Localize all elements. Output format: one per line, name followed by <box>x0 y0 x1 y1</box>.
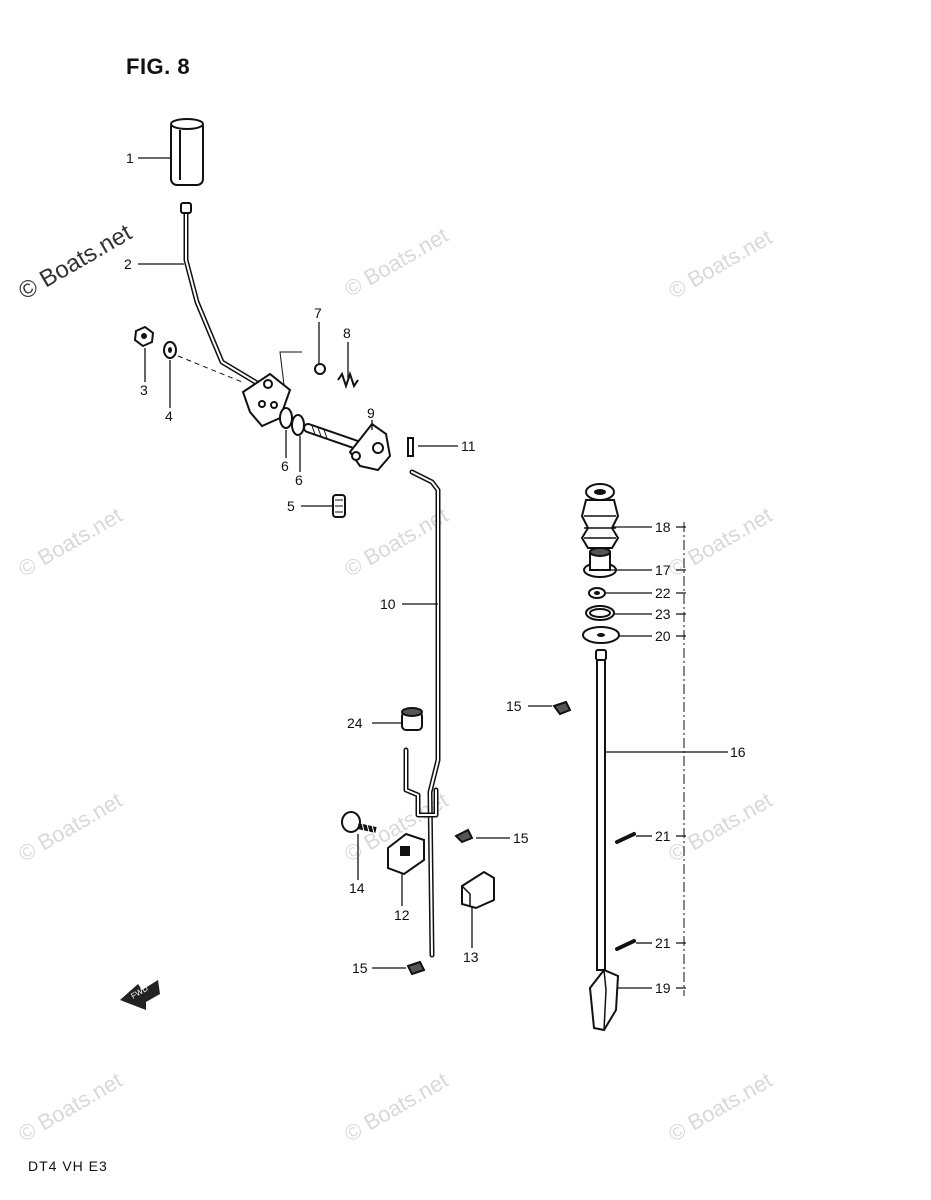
callout-22[interactable]: 22 <box>655 585 671 601</box>
callout-2[interactable]: 2 <box>124 256 132 272</box>
clip-part[interactable] <box>461 870 495 910</box>
callout-8[interactable]: 8 <box>343 325 351 341</box>
callout-21[interactable]: 21 <box>655 935 671 951</box>
rod-connector-part[interactable] <box>387 747 439 876</box>
washer-small-part[interactable] <box>588 587 606 599</box>
leader-lines <box>138 157 728 996</box>
shift-lever-part[interactable] <box>180 202 292 428</box>
callout-15[interactable]: 15 <box>513 830 529 846</box>
callout-17[interactable]: 17 <box>655 562 671 578</box>
spring-part[interactable] <box>337 370 359 390</box>
callout-18[interactable]: 18 <box>655 519 671 535</box>
callout-15[interactable]: 15 <box>352 960 368 976</box>
callout-6[interactable]: 6 <box>295 472 303 488</box>
shift-shaft-part[interactable] <box>303 422 392 472</box>
callout-19[interactable]: 19 <box>655 980 671 996</box>
o-ring-part[interactable] <box>279 407 305 436</box>
model-code: DT4 VH E3 <box>28 1158 108 1174</box>
rubber-boot-part[interactable] <box>580 483 620 549</box>
callout-13[interactable]: 13 <box>463 949 479 965</box>
figure-title: FIG. 8 <box>126 54 191 79</box>
lower-shift-rod-part[interactable] <box>595 649 607 971</box>
pin-part[interactable] <box>407 437 414 457</box>
flat-washer-part[interactable] <box>582 626 620 644</box>
callout-3[interactable]: 3 <box>140 382 148 398</box>
shift-rod-part[interactable] <box>409 469 441 958</box>
o-ring-large-part[interactable] <box>585 605 615 621</box>
clip-nut-part[interactable] <box>454 828 474 844</box>
callout-12[interactable]: 12 <box>394 907 410 923</box>
callout-14[interactable]: 14 <box>349 880 365 896</box>
bushing-part[interactable] <box>583 547 617 578</box>
pin-part[interactable] <box>615 939 636 951</box>
clip-nut-part[interactable] <box>552 700 572 716</box>
callout-5[interactable]: 5 <box>287 498 295 514</box>
callout-1[interactable]: 1 <box>126 150 134 166</box>
callout-16[interactable]: 16 <box>730 744 746 760</box>
callout-21[interactable]: 21 <box>655 828 671 844</box>
bolt-part[interactable] <box>341 811 377 834</box>
pin-part[interactable] <box>615 832 636 844</box>
grip-part[interactable] <box>170 118 204 186</box>
grommet-part[interactable] <box>401 707 423 731</box>
clip-nut-part[interactable] <box>406 960 426 976</box>
callout-4[interactable]: 4 <box>165 408 173 424</box>
detent-ball-part[interactable] <box>314 363 326 375</box>
nut-part[interactable] <box>133 325 155 348</box>
shift-cam-part[interactable] <box>588 968 620 1032</box>
callout-20[interactable]: 20 <box>655 628 671 644</box>
callout-7[interactable]: 7 <box>314 305 322 321</box>
callout-10[interactable]: 10 <box>380 596 396 612</box>
callout-15[interactable]: 15 <box>506 698 522 714</box>
grease-nipple-part[interactable] <box>332 494 346 518</box>
callout-6[interactable]: 6 <box>281 458 289 474</box>
forward-arrow-icon: FWD <box>120 980 160 1010</box>
callout-9[interactable]: 9 <box>367 405 375 421</box>
callout-labels: 1 2 3 4 5 6 6 7 8 9 10 11 12 13 14 15 15… <box>124 150 746 996</box>
callout-23[interactable]: 23 <box>655 606 671 622</box>
callout-11[interactable]: 11 <box>461 438 476 454</box>
callout-24[interactable]: 24 <box>347 715 363 731</box>
washer-part[interactable] <box>163 341 177 359</box>
